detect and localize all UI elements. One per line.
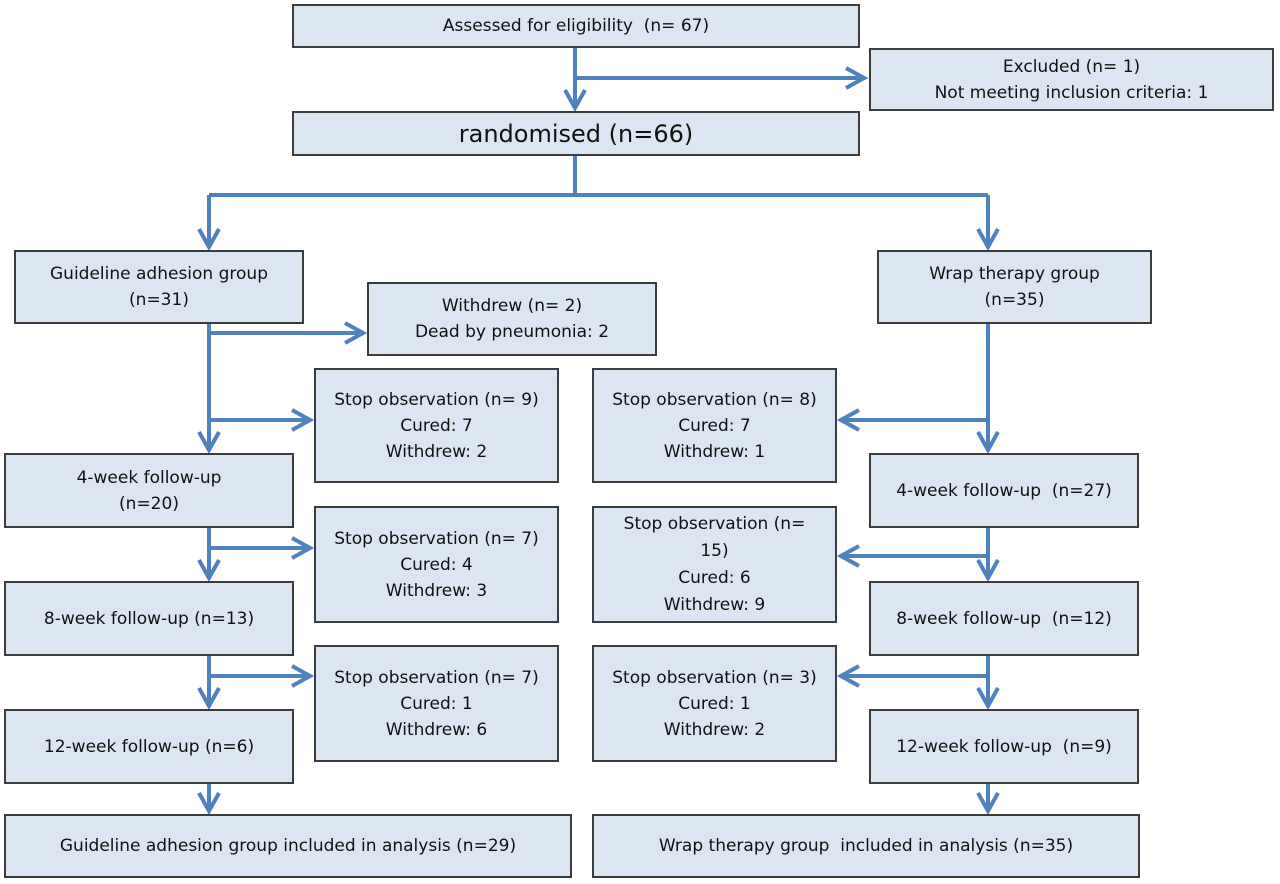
left-12week-box: 12-week follow-up (n=6) (4, 709, 294, 784)
guideline-group-box: Guideline adhesion group (n=31) (14, 250, 304, 324)
left-4week-count: (n=20) (119, 493, 179, 514)
right-stop1-withdrew: Withdrew: 1 (663, 441, 766, 462)
wrap-analysis-box: Wrap therapy group included in analysis … (592, 814, 1140, 878)
guideline-group-title: Guideline adhesion group (50, 264, 268, 284)
left-stop1-withdrew: Withdrew: 2 (385, 441, 488, 462)
right-4week-text: 4-week follow-up (n=27) (896, 480, 1112, 501)
left-stop1-cured: Cured: 7 (400, 415, 473, 436)
guideline-analysis-text: Guideline adhesion group included in ana… (59, 836, 517, 856)
right-8week-box: 8-week follow-up (n=12) (869, 581, 1139, 656)
left-stop3-title: Stop observation (n= 7) (334, 667, 539, 688)
right-stop-observation-2: Stop observation (n= 15) Cured: 6 Withdr… (592, 506, 837, 623)
right-stop3-withdrew: Withdrew: 2 (663, 719, 766, 740)
wrap-analysis-text: Wrap therapy group included in analysis … (658, 836, 1074, 856)
right-8week-text: 8-week follow-up (n=12) (896, 608, 1112, 629)
left-stop2-cured: Cured: 4 (400, 554, 473, 575)
excluded-reason: Not meeting inclusion criteria: 1 (934, 82, 1209, 103)
right-stop1-title: Stop observation (n= 8) (612, 389, 817, 410)
guideline-group-count: (n=31) (129, 290, 189, 310)
left-4week-title: 4-week follow-up (76, 467, 222, 488)
right-stop-observation-1: Stop observation (n= 8) Cured: 7 Withdre… (592, 368, 837, 483)
withdrew-reason: Dead by pneumonia: 2 (414, 322, 610, 342)
left-stop-observation-2: Stop observation (n= 7) Cured: 4 Withdre… (314, 506, 559, 623)
excluded-box: Excluded (n= 1) Not meeting inclusion cr… (869, 48, 1274, 111)
assessed-box: Assessed for eligibility (n= 67) (292, 4, 860, 48)
right-stop2-title-cont: 15) (700, 540, 729, 561)
wrap-group-box: Wrap therapy group (n=35) (877, 250, 1152, 324)
right-stop1-cured: Cured: 7 (678, 415, 751, 436)
right-stop2-title: Stop observation (n= (623, 513, 806, 534)
left-8week-box: 8-week follow-up (n=13) (4, 581, 294, 656)
randomised-text: randomised (n=66) (458, 119, 694, 148)
withdrew-title: Withdrew (n= 2) (441, 296, 583, 316)
right-12week-box: 12-week follow-up (n=9) (869, 709, 1139, 784)
randomised-box: randomised (n=66) (292, 111, 860, 156)
wrap-group-count: (n=35) (984, 290, 1045, 310)
excluded-title: Excluded (n= 1) (1002, 56, 1141, 77)
assessed-text: Assessed for eligibility (n= 67) (442, 16, 710, 36)
withdrew-box: Withdrew (n= 2) Dead by pneumonia: 2 (367, 282, 657, 356)
right-stop-observation-3: Stop observation (n= 3) Cured: 1 Withdre… (592, 645, 837, 762)
left-8week-text: 8-week follow-up (n=13) (43, 608, 255, 629)
left-stop-observation-3: Stop observation (n= 7) Cured: 1 Withdre… (314, 645, 559, 762)
right-stop2-cured: Cured: 6 (678, 567, 751, 588)
left-stop1-title: Stop observation (n= 9) (334, 389, 539, 410)
right-12week-text: 12-week follow-up (n=9) (896, 736, 1112, 757)
right-stop3-title: Stop observation (n= 3) (612, 667, 817, 688)
left-stop3-cured: Cured: 1 (400, 693, 473, 714)
right-stop3-cured: Cured: 1 (678, 693, 751, 714)
left-12week-text: 12-week follow-up (n=6) (43, 736, 255, 757)
right-4week-box: 4-week follow-up (n=27) (869, 453, 1139, 528)
wrap-group-title: Wrap therapy group (929, 264, 1100, 284)
left-stop2-title: Stop observation (n= 7) (334, 528, 539, 549)
left-stop-observation-1: Stop observation (n= 9) Cured: 7 Withdre… (314, 368, 559, 483)
right-stop2-withdrew: Withdrew: 9 (663, 594, 766, 615)
left-4week-box: 4-week follow-up (n=20) (4, 453, 294, 528)
left-stop2-withdrew: Withdrew: 3 (385, 580, 488, 601)
guideline-analysis-box: Guideline adhesion group included in ana… (4, 814, 572, 878)
left-stop3-withdrew: Withdrew: 6 (385, 719, 488, 740)
